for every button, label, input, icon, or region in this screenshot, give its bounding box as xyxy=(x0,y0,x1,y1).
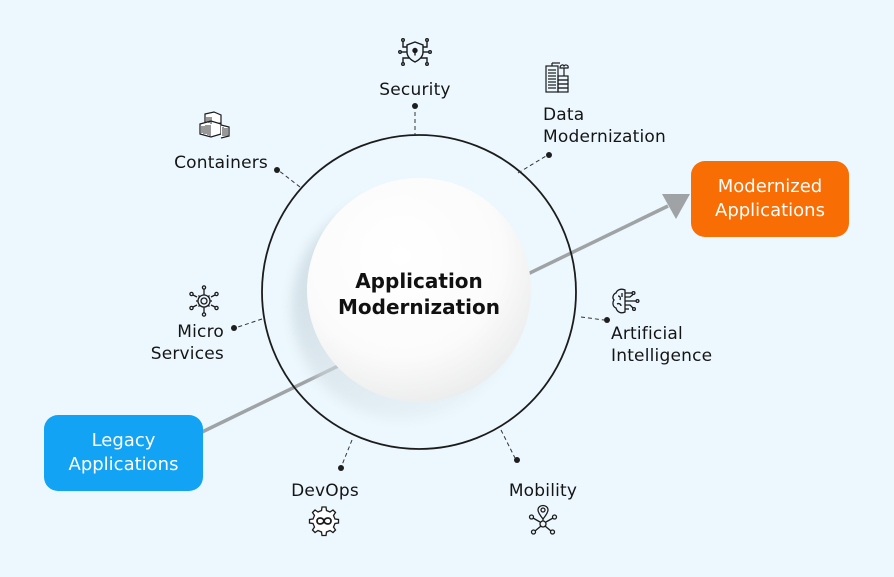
node-label-artificial-intelligence: Artificial Intelligence xyxy=(611,323,712,367)
connector-dot-mobility xyxy=(514,457,520,463)
connector-micro-services xyxy=(234,318,263,329)
node-label-line: Artificial xyxy=(611,324,683,344)
node-label-line: Security xyxy=(379,80,451,100)
connector-dot-data-modernization xyxy=(546,152,552,158)
node-label-line: Services xyxy=(150,344,224,364)
outer-ring xyxy=(261,134,577,450)
connector-mobility xyxy=(500,429,516,459)
node-label-line: Containers xyxy=(174,153,268,173)
modernized-applications-box: Modernized Applications xyxy=(691,161,849,237)
node-label-line: Micro xyxy=(177,322,224,342)
connector-dot-containers xyxy=(274,167,280,173)
node-label-line: Mobility xyxy=(508,481,578,501)
node-label-mobility: Mobility xyxy=(490,480,596,502)
center-title-line2: Modernization xyxy=(337,295,500,319)
connector-dot-artificial-intelligence xyxy=(604,317,610,323)
center-title-line1: Application xyxy=(355,269,483,293)
modern-box-line1: Modernized xyxy=(717,176,823,197)
node-label-security: Security xyxy=(360,79,470,101)
gear-infinity-icon xyxy=(308,506,340,537)
connector-dot-security xyxy=(412,103,418,109)
node-label-data-modernization: Data Modernization xyxy=(543,104,666,148)
gear-network-icon xyxy=(189,285,219,317)
connector-artificial-intelligence xyxy=(580,316,605,321)
connector-containers xyxy=(277,169,301,188)
shield-network-icon xyxy=(398,38,433,67)
arrow-head xyxy=(662,194,690,219)
location-network-icon xyxy=(528,504,558,535)
modern-box-line2: Applications xyxy=(715,200,825,221)
center-circle xyxy=(307,178,531,402)
node-label-line: Modernization xyxy=(543,127,667,147)
connector-devops xyxy=(341,439,353,466)
connector-data-modernization xyxy=(517,155,547,174)
node-label-devops: DevOps xyxy=(270,480,380,502)
legacy-box-line2: Applications xyxy=(68,454,179,475)
connector-dot-micro-services xyxy=(231,325,237,331)
legacy-applications-box: Legacy Applications xyxy=(44,415,203,491)
node-label-line: Data xyxy=(543,105,585,125)
connector-dot-devops xyxy=(338,465,344,471)
node-label-micro-services: Micro Services xyxy=(120,321,224,365)
shipping-containers-icon xyxy=(199,111,230,139)
center-title: Application Modernization xyxy=(307,268,531,320)
node-label-containers: Containers xyxy=(140,152,268,174)
legacy-box-line1: Legacy xyxy=(91,430,156,451)
brain-circuit-icon xyxy=(612,288,640,314)
server-cloud-icon xyxy=(545,62,569,93)
node-label-line: Intelligence xyxy=(611,346,713,366)
node-label-line: DevOps xyxy=(291,481,359,501)
